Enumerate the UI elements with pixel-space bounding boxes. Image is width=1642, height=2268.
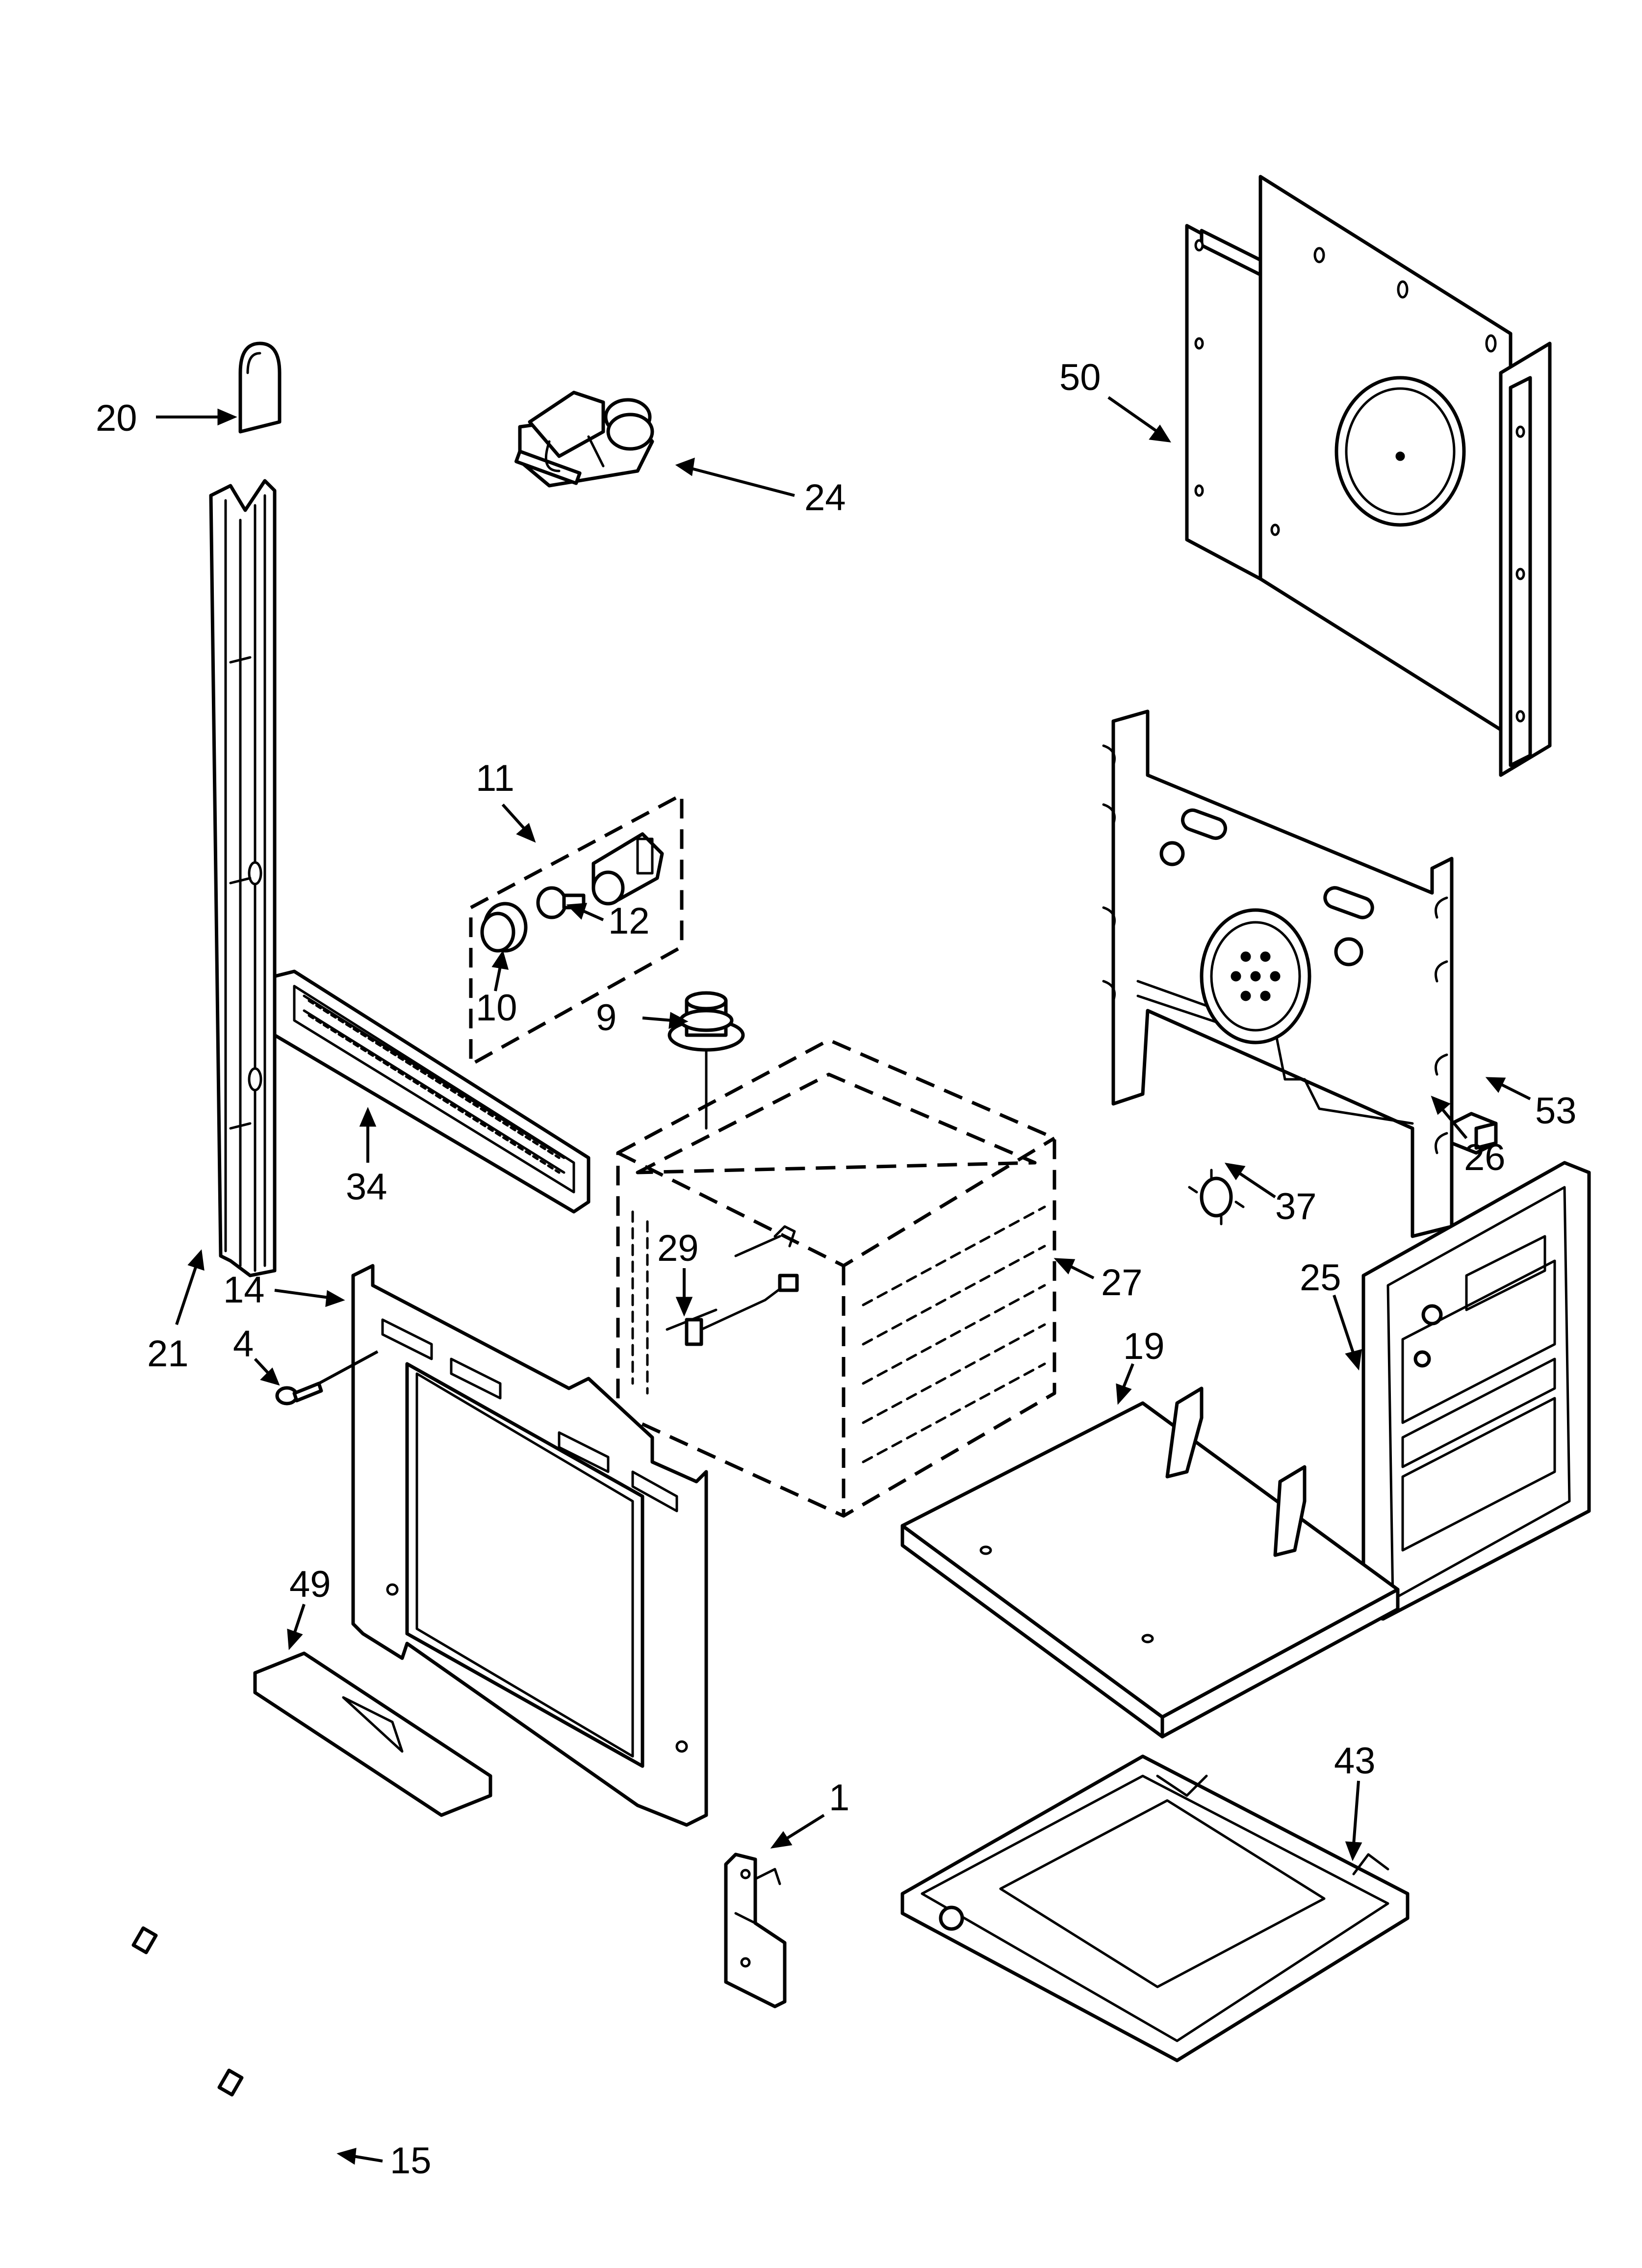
bottom-trim — [253, 1651, 492, 1817]
callout-34: 34 — [346, 1166, 387, 1208]
bottom-tray — [900, 1754, 1410, 2062]
callout-1: 1 — [829, 1777, 849, 1819]
callout-26: 26 — [1464, 1137, 1506, 1178]
callout-19: 19 — [1123, 1326, 1165, 1367]
callout-4: 4 — [233, 1323, 254, 1365]
callout-43: 43 — [1334, 1740, 1376, 1782]
callout-50: 50 — [1059, 357, 1101, 398]
callout-24: 24 — [804, 477, 846, 519]
leader-lines — [156, 396, 1531, 2165]
light-lens — [480, 902, 528, 953]
probe-jack — [685, 1274, 799, 1346]
callout-14: 14 — [223, 1269, 265, 1311]
callout-29: 29 — [657, 1227, 699, 1269]
door-gasket — [43, 1711, 337, 2151]
light-assembly — [469, 793, 684, 1067]
callout-11: 11 — [476, 757, 514, 799]
callout-49: 49 — [289, 1564, 331, 1605]
callout-27: 27 — [1101, 1262, 1143, 1303]
clip — [1450, 1112, 1498, 1155]
front-frame — [351, 1264, 708, 1827]
vent-trim — [273, 969, 590, 1214]
hinge-bracket — [724, 1852, 787, 2008]
sensor — [667, 991, 745, 1130]
end-cap — [238, 341, 282, 434]
light-socket — [591, 832, 664, 906]
side-trim — [209, 479, 277, 1277]
latch-assembly — [514, 391, 654, 488]
screw — [275, 1382, 323, 1406]
callout-37: 37 — [1275, 1186, 1317, 1227]
back-panel — [1102, 709, 1454, 1238]
callout-15: 15 — [390, 2140, 432, 2182]
callout-labels: 20 24 50 11 12 10 9 34 26 53 37 21 14 4 … — [96, 357, 1577, 2182]
light-bulb — [536, 886, 586, 919]
callout-21: 21 — [147, 1333, 189, 1375]
callout-53: 53 — [1535, 1090, 1577, 1132]
side-panel — [1361, 1161, 1591, 1621]
callout-20: 20 — [96, 397, 137, 439]
callout-25: 25 — [1300, 1257, 1341, 1299]
rear-panel — [1185, 175, 1552, 777]
callout-9: 9 — [596, 997, 616, 1039]
callout-10: 10 — [476, 987, 517, 1029]
callout-12: 12 — [608, 900, 650, 942]
top-panel — [900, 1386, 1400, 1739]
thermostat — [1188, 1169, 1245, 1225]
